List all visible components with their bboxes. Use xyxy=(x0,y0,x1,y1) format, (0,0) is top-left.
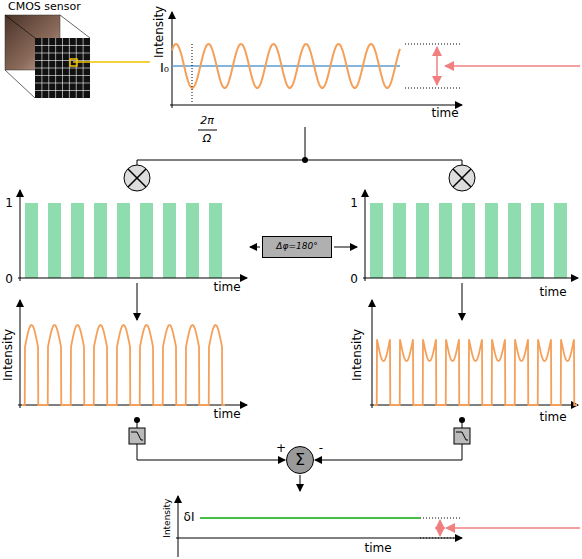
grid-line xyxy=(83,38,84,98)
y-axis xyxy=(178,496,179,557)
wire xyxy=(137,420,138,428)
gate-bar xyxy=(25,203,38,278)
y-axis xyxy=(372,300,373,408)
period-marker xyxy=(192,44,193,103)
tick-label: 1 xyxy=(5,197,13,211)
wire xyxy=(315,444,462,460)
gate-bar xyxy=(508,203,521,278)
lowpass-filter xyxy=(129,428,145,444)
y-axis xyxy=(20,190,21,281)
sign-label: + xyxy=(276,442,286,456)
fraction-bar xyxy=(198,130,217,131)
gate-bar xyxy=(48,203,61,278)
multiplier-symbol xyxy=(124,165,150,191)
lowpass-filter xyxy=(454,428,470,444)
tick-label: 0 xyxy=(5,273,13,287)
gate-bar xyxy=(163,203,176,278)
x-axis xyxy=(176,538,462,539)
node-text: Δφ=180° xyxy=(276,242,317,252)
pixel-grid-lines xyxy=(35,38,90,98)
axis-label: time xyxy=(364,542,391,556)
summing-junction: Σ xyxy=(286,446,314,474)
perspective-lines xyxy=(5,15,90,98)
grid-line xyxy=(35,83,90,84)
mean-level-line xyxy=(172,65,400,67)
gate-bar xyxy=(531,203,544,278)
y-axis xyxy=(365,190,366,281)
gate-bar xyxy=(140,203,153,278)
grid-line xyxy=(35,68,90,69)
amplitude-arrow xyxy=(436,47,438,85)
grid-line xyxy=(69,38,70,98)
flow-arrow xyxy=(300,475,301,491)
selected-pixel xyxy=(70,59,77,66)
gate-bar xyxy=(462,203,475,278)
gate-bar xyxy=(485,203,498,278)
gate-bar xyxy=(439,203,452,278)
axis-label: time xyxy=(539,411,566,425)
multiplier-symbol xyxy=(449,165,475,191)
tick-label: 1 xyxy=(350,197,358,211)
output-level-line xyxy=(200,517,420,519)
pointer-arrow xyxy=(445,65,580,67)
gate-bar xyxy=(209,203,222,278)
level-label: I₀ xyxy=(160,61,169,76)
x-axis xyxy=(18,278,247,279)
flow-arrow xyxy=(462,283,463,320)
gated-signal xyxy=(22,325,225,405)
wire xyxy=(137,444,285,460)
junction-dot xyxy=(302,157,308,163)
axis-label: time xyxy=(213,281,240,295)
gate-bar xyxy=(554,203,567,278)
y-axis xyxy=(172,12,173,108)
gate-bar xyxy=(393,203,406,278)
period-numerator: 2π xyxy=(200,115,214,128)
sensor-label: CMOS sensor xyxy=(8,1,81,14)
gate-bar xyxy=(71,203,84,278)
axis-label: Intensity xyxy=(163,498,173,537)
gate-bar xyxy=(186,203,199,278)
node-text: Σ xyxy=(295,451,305,469)
sign-label: - xyxy=(319,442,323,456)
pixel-grid xyxy=(35,38,90,98)
axis-label: Intensity xyxy=(351,329,365,381)
tick-label: 0 xyxy=(350,273,358,287)
phase-shift-box: Δφ=180° xyxy=(262,236,332,258)
period-denominator: Ω xyxy=(203,133,211,146)
axis-label: time xyxy=(213,408,240,422)
grid-line xyxy=(35,75,90,76)
intensity-wave xyxy=(172,44,400,88)
gate-bars xyxy=(370,203,567,278)
flow-arrow xyxy=(137,283,138,320)
axis-label: Intensity xyxy=(2,329,16,381)
grid-line xyxy=(76,38,77,98)
axis-label: Intensity xyxy=(153,6,167,58)
pointer-arrow xyxy=(446,527,580,529)
pixel-readout-line xyxy=(73,61,150,63)
gate-bars xyxy=(25,203,222,278)
x-axis xyxy=(370,405,578,406)
x-axis xyxy=(363,278,578,279)
signal-label: δI xyxy=(184,511,195,525)
x-axis xyxy=(170,105,462,106)
gate-bar xyxy=(117,203,130,278)
y-axis xyxy=(20,300,21,408)
phase-arrow xyxy=(334,247,357,248)
gate-bar xyxy=(370,203,383,278)
split-wire xyxy=(137,127,462,165)
gated-signal xyxy=(374,339,577,405)
phase-arrow xyxy=(250,247,260,248)
grid-line xyxy=(35,90,90,91)
gate-bar xyxy=(416,203,429,278)
axis-label: time xyxy=(539,286,566,300)
gate-bar xyxy=(94,203,107,278)
output-arrow xyxy=(439,520,440,536)
wire xyxy=(462,420,463,428)
axis-label: time xyxy=(431,107,458,121)
